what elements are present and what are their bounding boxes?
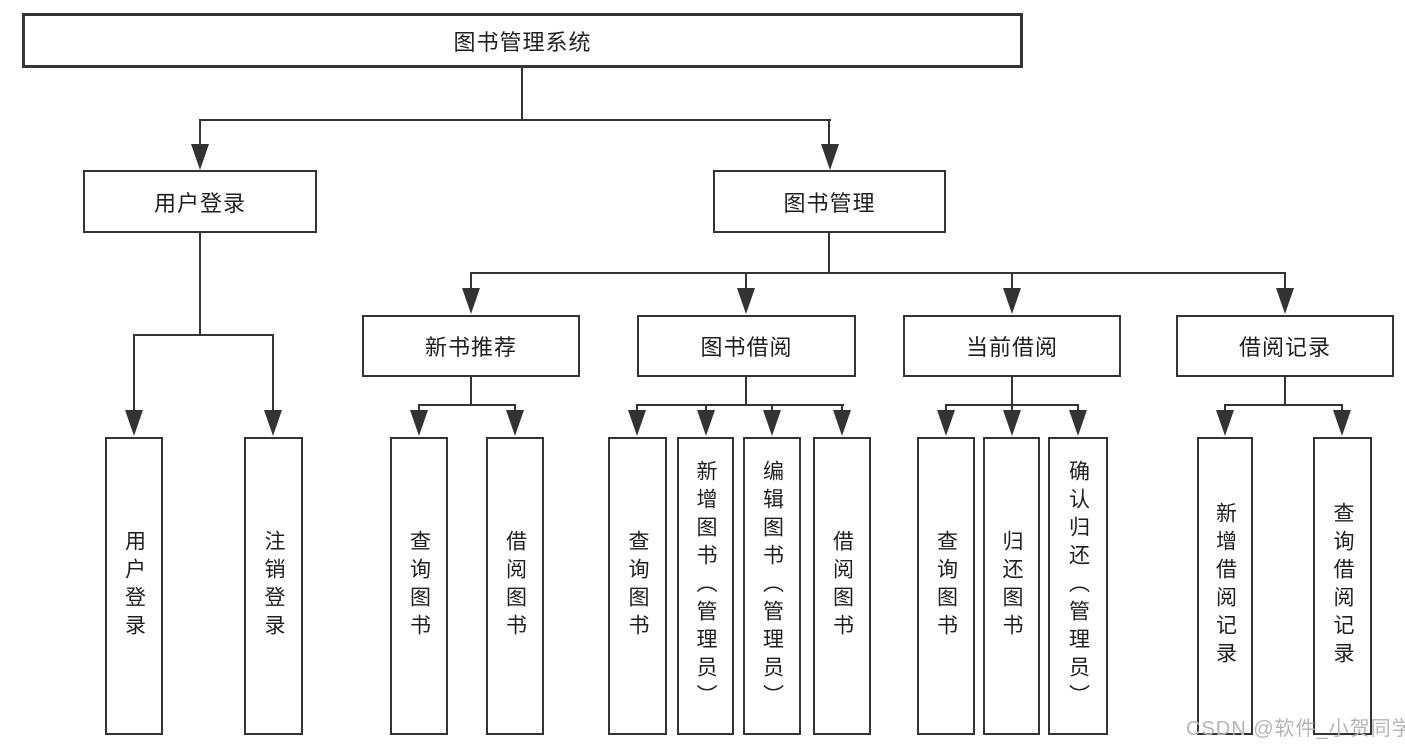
leaf-return-books-label: 归还图书 <box>1000 530 1023 642</box>
arrow-down-icon <box>821 144 839 170</box>
arrow-down-icon <box>264 410 282 436</box>
arrow-down-icon <box>1069 410 1087 436</box>
arrow-down-icon <box>833 410 851 436</box>
connector-line <box>1224 404 1343 406</box>
leaf-query-books-current: 查询图书 <box>917 437 975 735</box>
connector-line <box>745 272 747 292</box>
node-book-management: 图书管理 <box>713 170 946 233</box>
leaf-logout-label: 注销登录 <box>262 530 285 642</box>
node-book-management-label: 图书管理 <box>783 190 876 216</box>
connector-line <box>470 377 472 405</box>
arrow-down-icon <box>697 410 715 436</box>
connector-line <box>470 272 1286 274</box>
connector-line <box>199 233 201 335</box>
node-borrow-records-label: 借阅记录 <box>1238 335 1331 360</box>
leaf-user-login: 用户登录 <box>105 437 163 735</box>
leaf-confirm-return-admin-label: 确认归还（管理员） <box>1066 460 1090 712</box>
node-book-borrow-label: 图书借阅 <box>700 335 793 360</box>
node-current-borrow: 当前借阅 <box>903 315 1121 377</box>
arrow-down-icon <box>763 410 781 436</box>
connector-line <box>1077 404 1079 414</box>
connector-line <box>470 272 472 292</box>
node-user-login: 用户登录 <box>83 170 317 233</box>
node-root-label: 图书管理系统 <box>453 29 592 55</box>
connector-line <box>636 404 638 414</box>
leaf-query-borrow-record-label: 查询借阅记录 <box>1331 502 1354 670</box>
connector-line <box>828 119 830 147</box>
arrow-down-icon <box>462 288 480 314</box>
leaf-borrow-books-borrow: 借阅图书 <box>813 437 871 735</box>
connector-line <box>1011 377 1013 405</box>
node-new-book-recommend: 新书推荐 <box>362 315 580 377</box>
leaf-edit-books-admin-label: 编辑图书（管理员） <box>760 460 784 712</box>
connector-line <box>705 404 707 414</box>
arrow-down-icon <box>628 410 646 436</box>
arrow-down-icon <box>737 288 755 314</box>
arrow-down-icon <box>1003 410 1021 436</box>
arrow-down-icon <box>1003 288 1021 314</box>
connector-line <box>1284 272 1286 292</box>
leaf-borrow-books-newrec: 借阅图书 <box>486 437 544 735</box>
connector-line <box>1341 404 1343 414</box>
node-current-borrow-label: 当前借阅 <box>965 335 1058 360</box>
csdn-watermark: CSDN @软件_小贺同学 <box>1186 718 1405 740</box>
connector-line <box>418 404 516 406</box>
arrow-down-icon <box>1276 288 1294 314</box>
leaf-query-books-borrow-label: 查询图书 <box>626 530 649 642</box>
connector-line <box>1011 404 1013 414</box>
node-user-login-label: 用户登录 <box>153 190 246 216</box>
arrow-down-icon <box>937 410 955 436</box>
leaf-add-borrow-record: 新增借阅记录 <box>1197 437 1253 735</box>
connector-line <box>828 233 830 273</box>
connector-line <box>199 119 831 121</box>
connector-line <box>771 404 773 414</box>
connector-line <box>514 404 516 414</box>
leaf-query-borrow-record: 查询借阅记录 <box>1313 437 1372 735</box>
leaf-add-books-admin-label: 新增图书（管理员） <box>694 460 717 712</box>
arrow-down-icon <box>506 410 524 436</box>
connector-line <box>945 404 947 414</box>
leaf-user-login-label: 用户登录 <box>122 530 146 642</box>
node-root-library-system: 图书管理系统 <box>22 13 1023 68</box>
node-new-book-recommend-label: 新书推荐 <box>424 335 517 360</box>
arrow-down-icon <box>410 410 428 436</box>
connector-line <box>418 404 420 414</box>
node-borrow-records: 借阅记录 <box>1176 315 1394 377</box>
leaf-logout: 注销登录 <box>244 437 303 735</box>
connector-line <box>521 68 523 120</box>
connector-line <box>133 334 135 412</box>
arrow-down-icon <box>191 144 209 170</box>
arrow-down-icon <box>125 410 143 436</box>
connector-line <box>133 334 274 336</box>
leaf-query-books-current-label: 查询图书 <box>934 530 958 642</box>
leaf-confirm-return-admin: 确认归还（管理员） <box>1048 437 1108 735</box>
connector-line <box>272 334 274 412</box>
connector-line <box>745 377 747 405</box>
leaf-borrow-books-borrow-label: 借阅图书 <box>830 530 854 642</box>
leaf-query-books-newrec-label: 查询图书 <box>407 530 431 642</box>
leaf-add-books-admin: 新增图书（管理员） <box>677 437 734 735</box>
leaf-return-books: 归还图书 <box>983 437 1040 735</box>
leaf-query-books-borrow: 查询图书 <box>608 437 667 735</box>
node-book-borrow: 图书借阅 <box>637 315 856 377</box>
arrow-down-icon <box>1216 410 1234 436</box>
leaf-add-borrow-record-label: 新增借阅记录 <box>1213 502 1237 670</box>
leaf-query-books-newrec: 查询图书 <box>390 437 448 735</box>
leaf-borrow-books-newrec-label: 借阅图书 <box>503 530 527 642</box>
connector-line <box>1011 272 1013 292</box>
connector-line <box>1284 377 1286 405</box>
connector-line <box>636 404 844 406</box>
arrow-down-icon <box>1333 410 1351 436</box>
connector-line <box>841 404 843 414</box>
leaf-edit-books-admin: 编辑图书（管理员） <box>743 437 801 735</box>
connector-line <box>1224 404 1226 414</box>
connector-line <box>199 119 201 147</box>
